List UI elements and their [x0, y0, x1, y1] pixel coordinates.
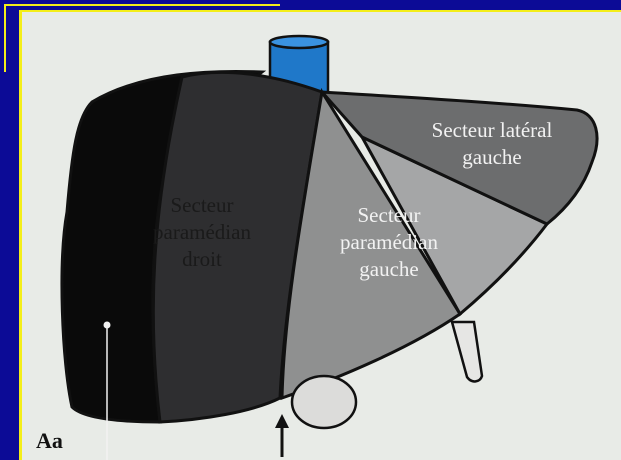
- label-rp-line-2: paramédian: [153, 220, 251, 244]
- figure-photo: Secteur paramédian droit Secteur paraméd…: [19, 10, 621, 460]
- label-lp-line-1: Secteur: [358, 203, 421, 227]
- label-ll-line-2: gauche: [462, 145, 521, 169]
- panel-label: Aa: [36, 428, 63, 454]
- label-lp-line-3: gauche: [359, 257, 418, 281]
- label-rp-line-1: Secteur: [171, 193, 234, 217]
- label-ll-line-1: Secteur latéral: [432, 118, 553, 142]
- label-rp-line-3: droit: [182, 247, 222, 271]
- gallbladder: [292, 376, 356, 428]
- label-lp-line-2: paramédian: [340, 230, 438, 254]
- liver-diagram: Secteur paramédian droit Secteur paraméd…: [22, 12, 621, 460]
